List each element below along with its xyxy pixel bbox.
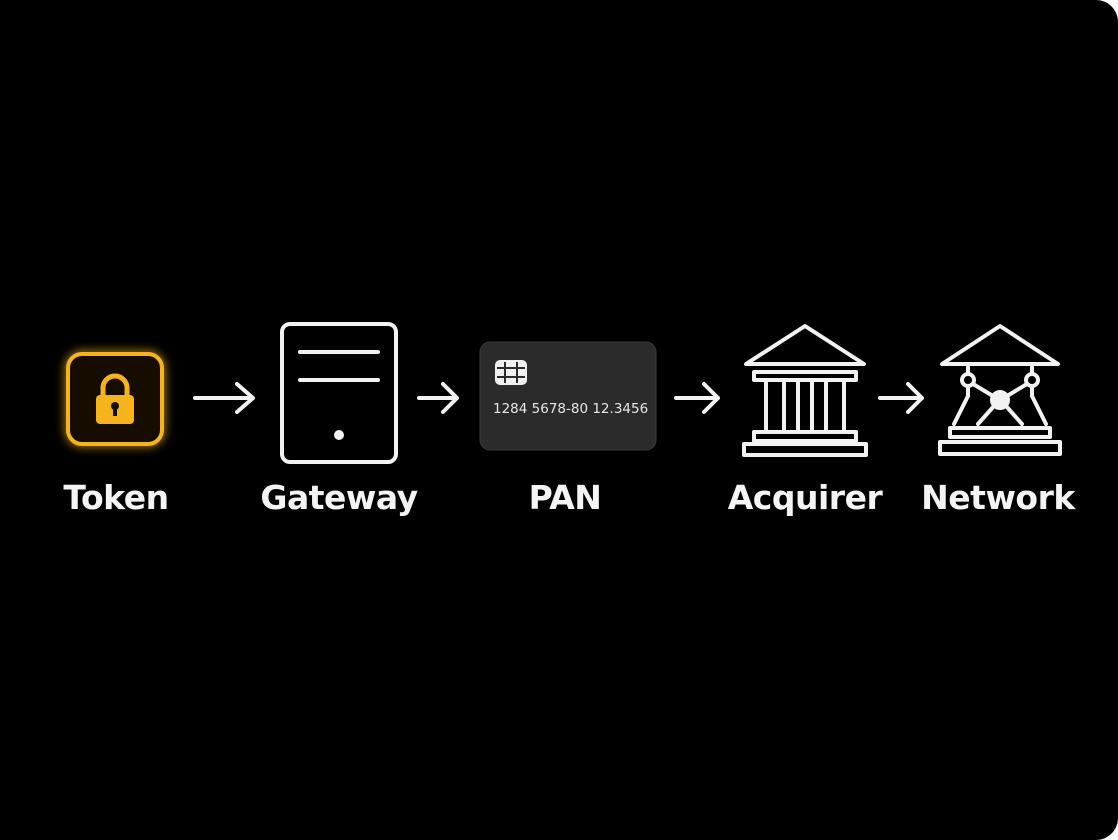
node-label-acquirer: Acquirer	[727, 478, 883, 517]
node-label-pan: PAN	[528, 478, 602, 517]
padlock-icon	[66, 352, 164, 446]
node-label-network: Network	[921, 478, 1075, 517]
card-chip-icon	[495, 360, 527, 385]
node-label-token: Token	[63, 478, 169, 517]
credit-card-icon: 1284 5678-80 12.3456	[479, 341, 657, 451]
server-icon	[280, 322, 398, 464]
card-number: 1284 5678-80 12.3456	[493, 401, 648, 417]
arrow-gateway-to-pan	[417, 382, 459, 414]
node-label-gateway: Gateway	[260, 478, 418, 517]
arrow-pan-to-acquirer	[674, 382, 720, 414]
arrow-acquirer-to-network	[878, 382, 924, 414]
arrow-token-to-gateway	[193, 382, 255, 414]
bank-icon	[742, 324, 868, 457]
bank-network-icon	[938, 324, 1062, 456]
